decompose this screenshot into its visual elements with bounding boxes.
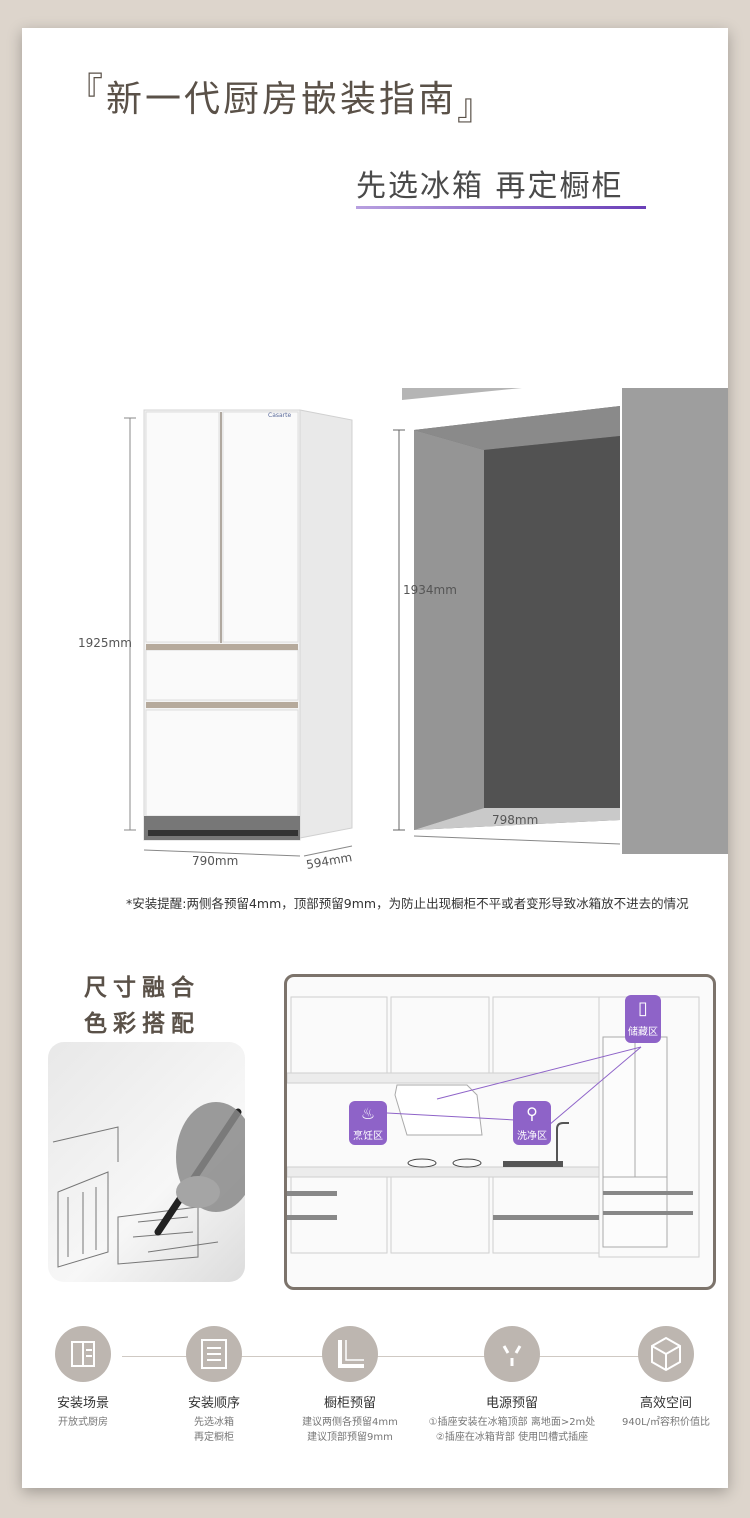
fridge-brand-logo: Casarte: [268, 412, 292, 419]
feature-desc: 先选冰箱: [194, 1417, 234, 1428]
feature-efficient-space: 高效空间 940L/㎡容积价值比: [606, 1326, 726, 1430]
dimension-illustration: [124, 388, 728, 857]
page-subtitle: 先选冰箱 再定橱柜: [356, 169, 624, 204]
fridge-height-label: 1925mm: [78, 636, 132, 650]
feature-install-scene: 安装场景 开放式厨房: [22, 1326, 153, 1430]
cube-icon: [638, 1326, 694, 1382]
cabinet-left-inner: [414, 430, 484, 830]
building-icon: [55, 1326, 111, 1382]
feature-title: 电源预留: [485, 1396, 538, 1411]
zone-link-2: [386, 1112, 516, 1121]
fridge-middle-drawer: [145, 649, 299, 701]
feature-cabinet-reserve: 橱柜预留 建议两侧各预留4mm 建议顶部预留9mm: [280, 1326, 420, 1445]
section-heading-line1: 尺寸融合: [84, 975, 200, 1001]
fridge-vent: [148, 830, 298, 836]
kitchen-sketch: [287, 996, 700, 1258]
cabinet-width-label: 798mm: [492, 813, 539, 827]
zone-cooking-label: 烹饪区: [353, 1131, 383, 1142]
tap-icon: ⚲: [526, 1104, 538, 1123]
fridge-drawer-handle-1: [146, 644, 298, 650]
title-text: 新一代厨房嵌装指南: [106, 79, 458, 120]
guide-card: 『新一代厨房嵌装指南』 先选冰箱 再定橱柜: [22, 28, 728, 1488]
kitchen-sink: [503, 1161, 563, 1167]
kitchen-illustration: ▯ 储藏区 ♨ 烹饪区 ⚲ 洗净区: [284, 974, 716, 1290]
pan-icon: ♨: [360, 1104, 376, 1123]
feature-desc: 建议两侧各预留4mm: [302, 1417, 398, 1428]
fridge-right-door: [222, 411, 299, 643]
cabinet-right-wall: [622, 388, 728, 854]
range-hood: [394, 1084, 483, 1136]
fridge-icon: ▯: [638, 998, 648, 1019]
feature-title: 安装顺序: [187, 1396, 240, 1411]
corner-icon: [322, 1326, 378, 1382]
feature-title: 橱柜预留: [323, 1396, 376, 1411]
fridge-depth-line: [303, 845, 353, 857]
faucet-icon: [556, 1122, 569, 1161]
zone-storage: ▯ 储藏区: [625, 995, 661, 1043]
plug-icon: [484, 1326, 540, 1382]
title-bracket-open: 『: [67, 71, 107, 112]
feature-desc: 建议顶部预留9mm: [307, 1432, 393, 1443]
cabinet-back: [484, 436, 620, 808]
title-bracket-close: 』: [457, 87, 497, 128]
zone-washing-label: 洗净区: [517, 1131, 547, 1142]
feature-desc: 再定橱柜: [194, 1432, 234, 1443]
cabinet-height-label: 1934mm: [403, 583, 457, 597]
list-icon: [186, 1326, 242, 1382]
sketch-illustration: [52, 1102, 245, 1268]
feature-desc: ①插座安装在冰箱顶部 离地面>2m处: [428, 1417, 596, 1428]
feature-desc: ②插座在冰箱背部 使用凹槽式插座: [435, 1432, 589, 1443]
fridge-bottom-drawer: [145, 709, 299, 817]
feature-install-order: 安装顺序 先选冰箱 再定橱柜: [144, 1326, 284, 1445]
page-title: 『新一代厨房嵌装指南』: [67, 70, 496, 128]
fridge-width-line: [143, 849, 301, 857]
subtitle-underline: [356, 206, 646, 209]
zone-link-1: [436, 1046, 642, 1100]
feature-desc: 940L/㎡容积价值比: [621, 1417, 711, 1428]
feature-desc: 开放式厨房: [58, 1417, 108, 1428]
feature-power-reserve: 电源预留 ①插座安装在冰箱顶部 离地面>2m处 ②插座在冰箱背部 使用凹槽式插座: [422, 1326, 602, 1445]
stove-burner-1: [407, 1158, 437, 1168]
install-note: *安装提醒:两侧各预留4mm，顶部预留9mm，为防止出现橱柜不平或者变形导致冰箱…: [126, 896, 689, 911]
cabinet-width-line: [413, 835, 621, 845]
feature-title: 安装场景: [56, 1396, 109, 1411]
cabinet-ceiling: [414, 406, 620, 450]
hand-drawing-image: [48, 1042, 245, 1282]
fridge-left-door: [145, 411, 220, 643]
fridge-base: [144, 816, 300, 840]
cabinet-floor: [414, 808, 620, 830]
fridge-side: [299, 409, 353, 839]
feature-connector: [122, 1356, 662, 1357]
zone-washing: ⚲ 洗净区: [513, 1101, 551, 1145]
feature-title: 高效空间: [639, 1396, 692, 1411]
section-heading-line2: 色彩搭配: [84, 1011, 200, 1037]
zone-storage-label: 储藏区: [628, 1027, 658, 1038]
fridge-drawer-handle-2: [146, 702, 298, 708]
fridge-width-label: 790mm: [192, 854, 239, 868]
zone-cooking: ♨ 烹饪区: [349, 1101, 387, 1145]
stove-burner-2: [452, 1158, 482, 1168]
zone-link-3: [548, 1046, 642, 1126]
